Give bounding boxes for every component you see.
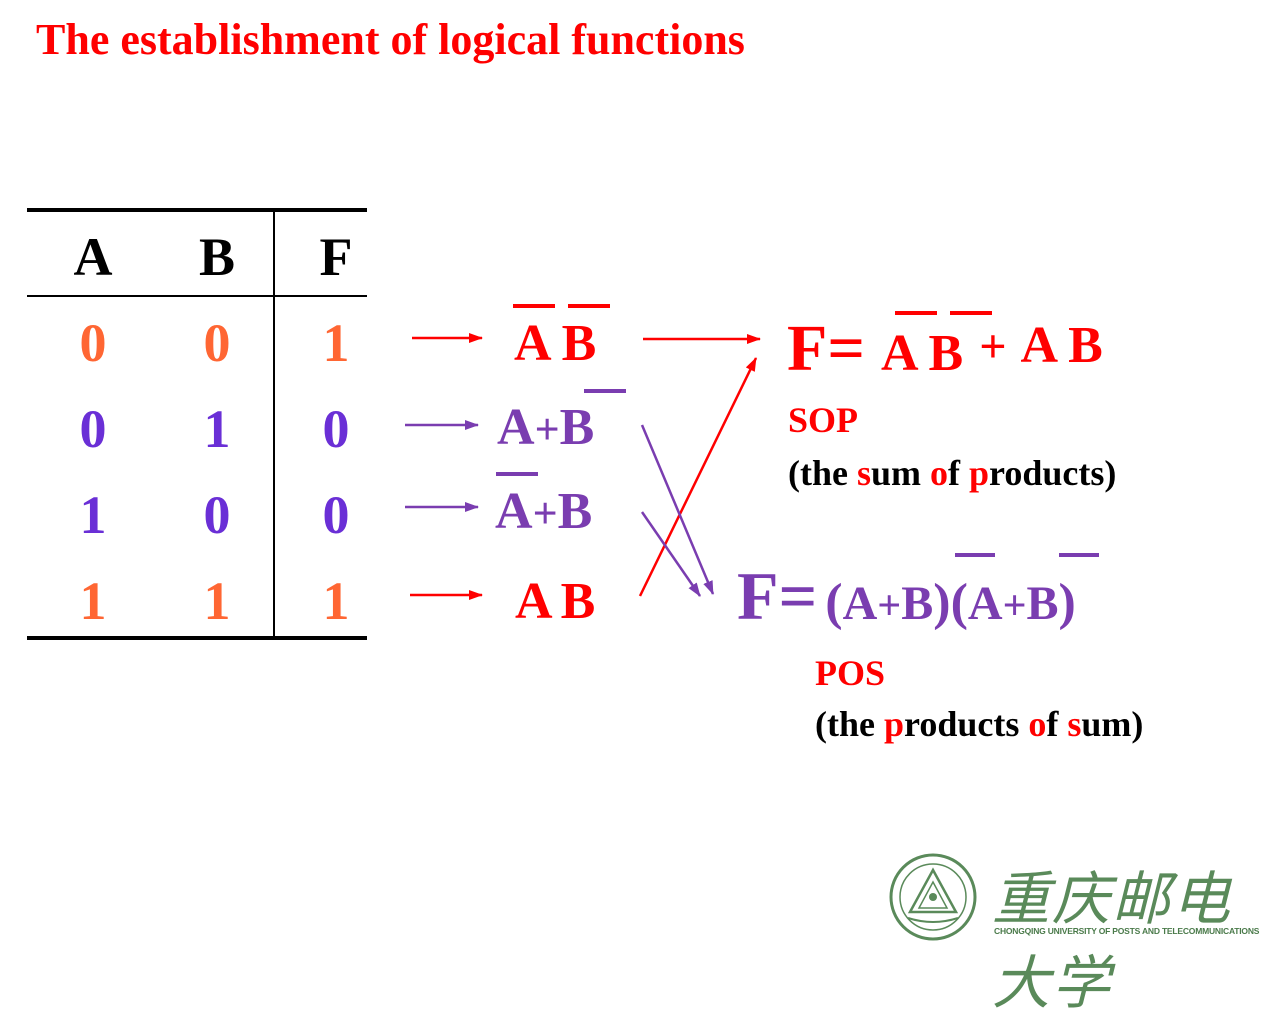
header-f: F [319,227,353,287]
pos-desc-part3: f [1046,704,1068,744]
arrow-layer [405,333,761,600]
minterm-row1-a: A [514,315,552,372]
maxterm-row3-b: B [557,483,593,540]
minterm-row4-b: B [560,573,596,630]
overbar-sop-b [950,311,992,315]
maxterm-row2-op: + [534,405,560,454]
header-b: B [198,227,236,287]
sop-term1-a: A [880,325,919,382]
header-a: A [73,227,113,287]
university-name: 重庆邮电大学 [992,867,1233,1016]
row2-f: 0 [322,399,350,459]
university-emblem-icon [889,853,977,941]
row3-a: 1 [79,485,107,545]
row3-b: 0 [203,485,231,545]
sop-desc-part2: um [871,453,931,493]
pos-rparen-2: ) [1058,574,1076,631]
sop-label: SOP [788,400,859,440]
pos-desc-part2: roducts [904,704,1029,744]
pos-factor1-op: + [877,583,902,629]
row4-f: 1 [322,571,350,631]
sop-desc-part4: roducts) [989,453,1117,493]
table-header-rule [27,295,367,297]
overbar-row1-b [568,304,610,308]
sop-plus: + [979,320,1007,373]
pos-factor2-a: A [967,577,1003,630]
university-subtitle: CHONGQING UNIVERSITY OF POSTS AND TELECO… [994,926,1260,936]
pos-label: POS [815,653,886,693]
row1-a: 0 [79,313,107,373]
pos-lparen-1: ( [825,574,843,631]
maxterm-row3: A+B [495,486,592,538]
sop-desc-part3: f [948,453,970,493]
sop-desc-o: o [930,453,949,493]
sop-desc-part1: (the [788,453,857,493]
sop-desc-s: s [856,453,871,493]
overbar-pos-factor2-a [1059,553,1099,557]
pos-factor2-b: B [1026,577,1059,630]
pos-rparen-1: ) [933,574,951,631]
pos-desc-p: p [883,704,905,744]
maxterm-row2: A+B [497,402,594,454]
pos-lparen-2: ( [950,574,968,631]
overbar-row3-a [496,472,538,476]
pos-factor1-a: A [842,577,878,630]
page-title: The establishment of logical functions [36,15,745,64]
row4-b: 1 [203,571,231,631]
arrow-maxterm3-to-pos [640,511,702,597]
pos-desc-o: o [1028,704,1047,744]
pos-description: (the products of sum) [815,698,1143,750]
maxterm-row2-a: A [497,399,535,456]
pos-factor2-op: + [1002,583,1027,629]
row1-f: 1 [322,313,350,373]
sop-description: (the sum of products) [788,447,1116,499]
pos-prefix: F= [737,558,818,634]
overbar-pos-factor1-b [955,553,995,557]
sop-desc-p: p [969,453,990,493]
arrow-maxterm2-to-pos [640,424,715,595]
maxterm-row3-op: + [532,489,558,538]
table-column-divider [273,210,275,638]
row1-b: 0 [203,313,231,373]
pos-desc-part1: (the [815,704,884,744]
sop-term1-b: B [928,325,964,382]
row2-b: 1 [203,399,231,459]
pos-factor1-b: B [901,577,934,630]
pos-desc-part4: um) [1081,704,1144,744]
row4-a: 1 [79,571,107,631]
table-bottom-rule [27,636,367,640]
minterm-row1-b: B [561,315,597,372]
table-top-rule [27,208,367,212]
arrow-minterm4-to-sop [638,357,758,597]
sop-term2-b: B [1068,317,1103,374]
pos-expression: F=(A+B)(A+B) [737,562,1076,630]
row2-a: 0 [79,399,107,459]
overbar-sop-a [895,311,937,315]
overbar-row2-b [584,389,626,393]
maxterm-row2-b: B [559,399,595,456]
pos-desc-s: s [1067,704,1082,744]
maxterm-row3-a: A [495,483,533,540]
sop-term2-a: A [1020,317,1059,374]
overbar-row1-a [513,304,555,308]
minterm-row4-a: A [515,573,553,630]
sop-prefix: F= [787,312,865,385]
row3-f: 0 [322,485,350,545]
